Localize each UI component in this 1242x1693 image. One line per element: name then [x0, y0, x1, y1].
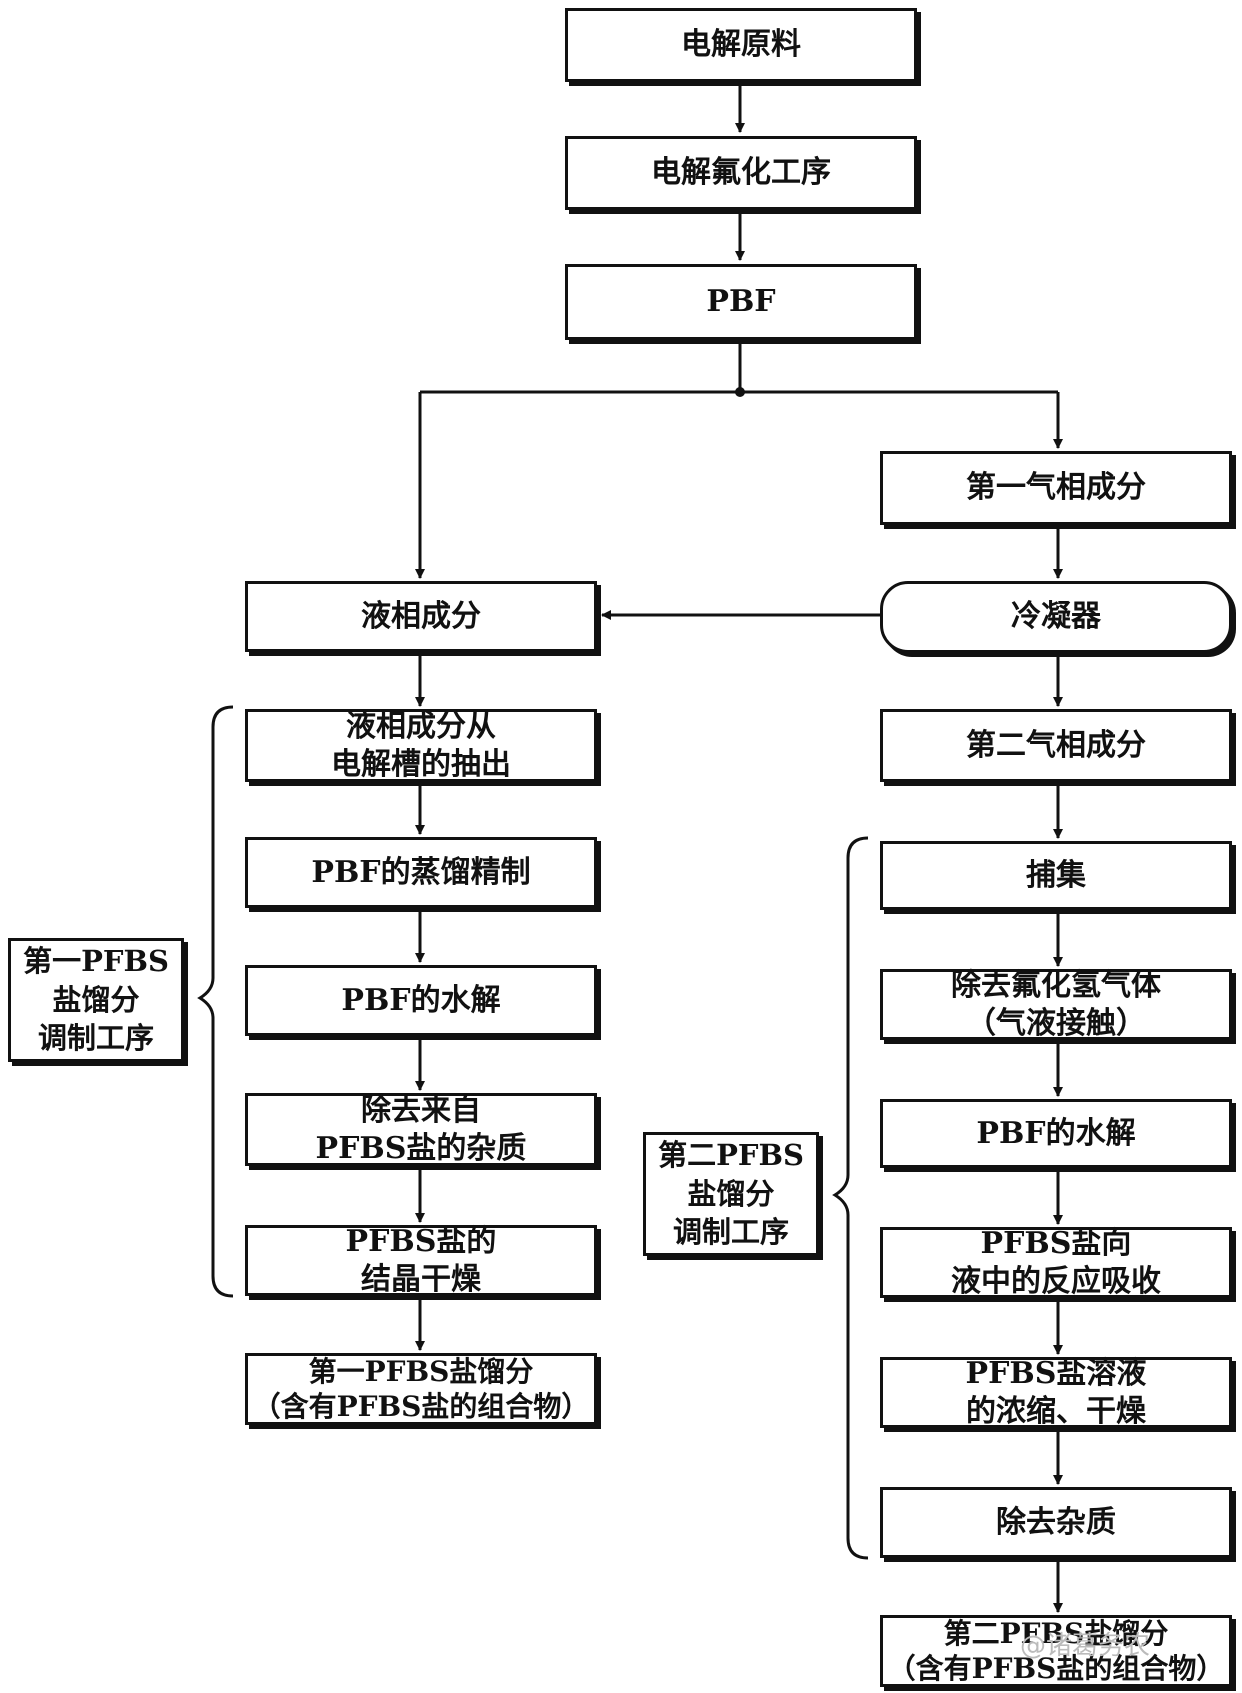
left-step-box: PBF的水解 — [245, 965, 597, 1036]
left-step-line: PFBS盐的 — [345, 1224, 497, 1259]
right-step-line: 除去杂质 — [996, 1504, 1116, 1540]
left-step-box: 除去来自 PFBS盐的杂质 — [245, 1093, 597, 1166]
left-step-box: 液相成分从 电解槽的抽出 — [245, 709, 597, 782]
right-step-box: 捕集 — [880, 841, 1232, 910]
raw-material-label: 电解原料 — [681, 27, 801, 63]
right-output-line: （含有PFBS盐的组合物） — [887, 1652, 1225, 1685]
right-step-line: 的浓缩、干燥 — [966, 1393, 1146, 1429]
left-output-box: 第一PFBS盐馏分 （含有PFBS盐的组合物） — [245, 1353, 597, 1425]
electrolytic-fluorination-label: 电解氟化工序 — [651, 155, 831, 191]
first-gas-phase-label: 第一气相成分 — [966, 470, 1146, 506]
right-step-line: PFBS盐向 — [980, 1226, 1132, 1261]
right-group-label-line: 盐馏分 — [687, 1176, 775, 1211]
left-step-line: 结晶干燥 — [361, 1261, 481, 1297]
second-gas-phase-label: 第二气相成分 — [966, 727, 1146, 763]
right-step-line: 除去氟化氢气体 — [951, 968, 1161, 1003]
right-step-line: （气液接触） — [966, 1005, 1146, 1041]
right-step-line: PBF的水解 — [976, 1115, 1136, 1151]
left-step-line: 除去来自 — [361, 1093, 481, 1128]
right-group-label-line: 调制工序 — [672, 1215, 789, 1250]
left-group-label-line: 盐馏分 — [52, 982, 140, 1017]
right-step-box: PFBS盐向 液中的反应吸收 — [880, 1226, 1232, 1299]
left-group-label: 第一PFBS 盐馏分 调制工序 — [8, 938, 184, 1062]
first-gas-phase-box: 第一气相成分 — [880, 451, 1232, 525]
right-step-line: 液中的反应吸收 — [951, 1263, 1161, 1299]
right-output-line: 第二PFBS盐馏分 — [943, 1617, 1169, 1650]
pbf-box: PBF — [565, 264, 917, 340]
liquid-phase-box: 液相成分 — [245, 581, 597, 652]
right-step-line: PFBS盐溶液 — [965, 1356, 1147, 1391]
electrolytic-fluorination-box: 电解氟化工序 — [565, 136, 917, 210]
right-step-box: PFBS盐溶液 的浓缩、干燥 — [880, 1356, 1232, 1429]
pbf-label: PBF — [706, 284, 776, 320]
right-group-label: 第二PFBS 盐馏分 调制工序 — [643, 1132, 819, 1256]
left-step-line: PBF的蒸馏精制 — [311, 854, 531, 890]
right-group-label-line: 第二PFBS — [658, 1138, 804, 1173]
liquid-phase-label: 液相成分 — [361, 598, 481, 634]
left-step-box: PFBS盐的 结晶干燥 — [245, 1224, 597, 1297]
left-step-line: 电解槽的抽出 — [331, 746, 511, 782]
left-step-line: PBF的水解 — [341, 982, 501, 1018]
left-step-box: PBF的蒸馏精制 — [245, 837, 597, 908]
left-output-line: （含有PFBS盐的组合物） — [252, 1390, 590, 1423]
left-group-label-line: 第一PFBS — [23, 944, 169, 979]
condenser-box: 冷凝器 — [880, 581, 1232, 653]
second-gas-phase-box: 第二气相成分 — [880, 709, 1232, 782]
left-group-label-line: 调制工序 — [37, 1021, 154, 1056]
right-step-box: 除去杂质 — [880, 1487, 1232, 1558]
watermark: @诸葛务农 — [1020, 1631, 1151, 1661]
right-output-box: 第二PFBS盐馏分 （含有PFBS盐的组合物） — [880, 1615, 1232, 1687]
left-step-line: PFBS盐的杂质 — [315, 1130, 527, 1166]
right-step-box: PBF的水解 — [880, 1099, 1232, 1168]
left-output-line: 第一PFBS盐馏分 — [308, 1355, 534, 1388]
right-step-line: 捕集 — [1026, 857, 1086, 893]
condenser-label: 冷凝器 — [1011, 599, 1101, 635]
right-step-box: 除去氟化氢气体 （气液接触） — [880, 968, 1232, 1041]
raw-material-box: 电解原料 — [565, 8, 917, 82]
left-step-line: 液相成分从 — [346, 709, 496, 744]
